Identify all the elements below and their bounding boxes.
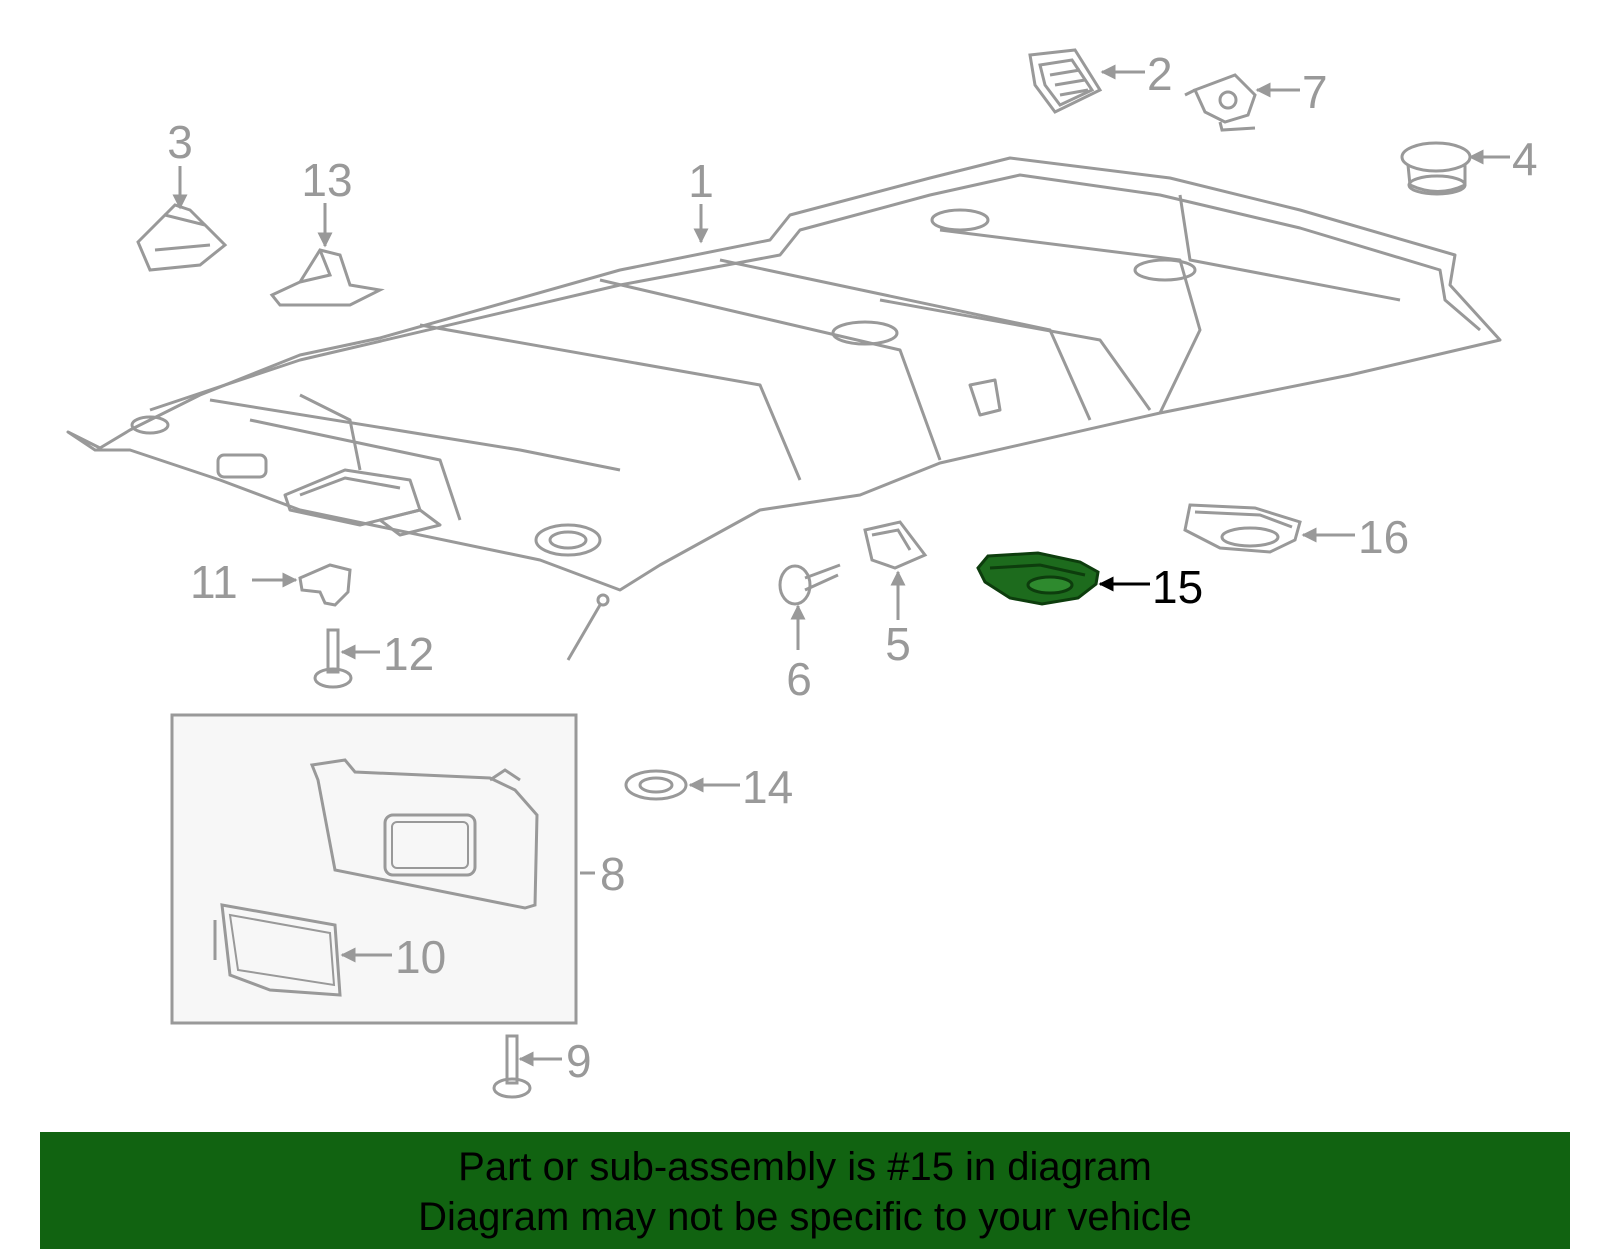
part-14-washer[interactable] [624,769,688,801]
callout-14: 14 [742,761,793,813]
callout-5: 5 [885,618,911,670]
part-15-highlighted[interactable] [976,551,1100,606]
part-5-retainer[interactable] [863,520,928,570]
headliner-part-1[interactable] [66,156,1502,661]
callout-4: 4 [1512,133,1538,185]
callout-16: 16 [1358,511,1409,563]
part-7-clip[interactable] [1184,73,1257,132]
callout-2: 2 [1147,48,1173,100]
part-13-clip[interactable] [269,248,385,307]
part-11-hook[interactable] [298,563,352,607]
part-12-screw[interactable] [313,628,353,689]
callout-15: 15 [1152,561,1203,613]
callout-1: 1 [688,155,714,207]
callout-labels: 1 2 7 4 3 13 5 6 16 11 12 14 8 10 9 15 [167,48,1537,1087]
part-6-pin[interactable] [778,563,841,606]
callout-7: 7 [1302,66,1328,118]
callout-3: 3 [167,116,193,168]
leader-lines [172,64,1510,1067]
callout-10: 10 [395,931,446,983]
info-banner: Part or sub-assembly is #15 in diagram D… [40,1132,1570,1249]
callout-8: 8 [600,848,626,900]
callout-6: 6 [786,653,812,705]
sun-visor-assembly-part-8[interactable] [170,713,578,1025]
callout-11: 11 [190,556,238,608]
callout-12: 12 [383,628,434,680]
banner-line-2: Diagram may not be specific to your vehi… [418,1195,1192,1239]
banner-line-1: Part or sub-assembly is #15 in diagram [458,1145,1152,1189]
part-16-lamp[interactable] [1183,503,1302,554]
part-3-clip[interactable] [136,203,228,272]
part-9-screw[interactable] [492,1034,532,1099]
callout-13: 13 [301,154,352,206]
part-4-grommet[interactable] [1400,141,1472,196]
part-2-bracket[interactable] [1028,48,1103,114]
callout-9: 9 [566,1035,592,1087]
